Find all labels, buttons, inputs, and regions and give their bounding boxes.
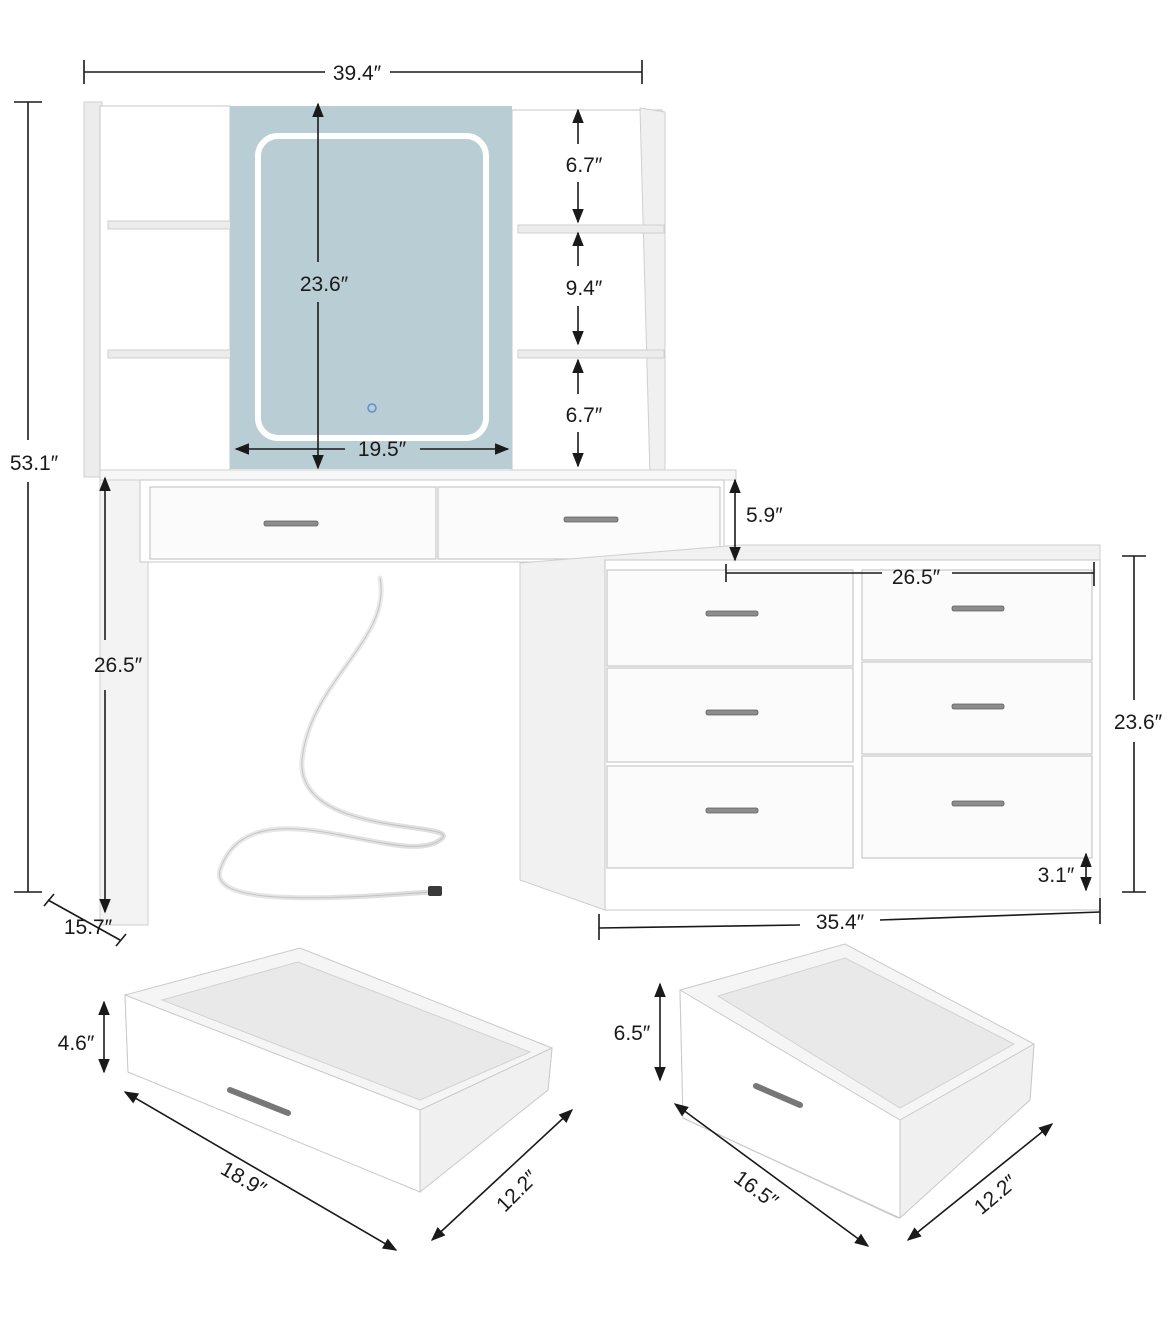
plug-icon <box>428 886 442 896</box>
overall-height-label: 53.1″ <box>10 452 59 475</box>
mirror-led-frame <box>255 133 489 441</box>
led-mirror <box>230 106 512 469</box>
drawer-handle-icon <box>951 605 1005 612</box>
chest <box>519 544 1101 911</box>
chest-base-label: 3.1″ <box>1038 864 1075 887</box>
dimension-labels: 39.4″ 53.1″ 23.6″ 19.5″ 6.7″ 9.4″ 6.7″ 5… <box>10 62 1163 1219</box>
shelf-middle-label: 9.4″ <box>566 277 603 300</box>
mirror-height-label: 23.6″ <box>300 273 349 296</box>
drawer-handle-icon <box>563 516 619 523</box>
hutch-left-cubby <box>99 105 231 477</box>
small-drawer-width-label: 18.9″ <box>217 1157 271 1201</box>
shelf-top-label: 6.7″ <box>566 154 603 177</box>
drawer-handle-icon <box>263 520 319 527</box>
chest-width-label: 35.4″ <box>816 911 865 934</box>
desk <box>99 469 737 926</box>
drawer-handle-icon <box>705 610 759 617</box>
drawer-handle-icon <box>951 800 1005 807</box>
chest-height-label: 23.6″ <box>1114 711 1163 734</box>
small-drawer-depth-label: 12.2″ <box>492 1166 543 1217</box>
left-shelf-lower <box>107 349 237 359</box>
touch-sensor-icon <box>367 403 377 413</box>
small-drawer-interior <box>160 961 532 1101</box>
hutch-left-side <box>83 101 103 478</box>
large-drawer-height-label: 6.5″ <box>614 1022 651 1045</box>
right-shelf-upper <box>517 224 665 234</box>
hutch-right-cubby <box>511 109 663 477</box>
large-drawer-width-label: 16.5″ <box>730 1166 783 1213</box>
left-shelf-upper <box>107 220 237 230</box>
drawer-height-top-label: 5.9″ <box>746 504 783 527</box>
mirror-glass <box>230 106 512 469</box>
chest-drawer <box>606 569 854 667</box>
depth-label: 15.7″ <box>64 916 113 939</box>
chest-drawer <box>606 765 854 869</box>
chest-inner-width-label: 26.5″ <box>892 566 941 589</box>
drawer-handle-icon <box>951 703 1005 710</box>
hutch <box>83 101 666 478</box>
power-cord-outline <box>218 577 444 899</box>
open-drawer-small <box>124 947 553 1194</box>
overall-width-label: 39.4″ <box>333 62 382 85</box>
desk-height-label: 26.5″ <box>94 654 143 677</box>
large-drawer-interior <box>716 957 1016 1109</box>
desk-top <box>99 469 737 481</box>
drawer-handle-icon <box>753 1083 803 1108</box>
shelf-bottom-label: 6.7″ <box>566 404 603 427</box>
large-drawer-depth-label: 12.2″ <box>970 1170 1022 1219</box>
chest-drawer <box>861 755 1093 859</box>
mirror-width-label: 19.5″ <box>358 438 407 461</box>
chest-drawer <box>861 569 1093 661</box>
dimension-lines <box>14 60 1146 1251</box>
drawer-handle-icon <box>705 807 759 814</box>
drawer-handle-icon <box>705 709 759 716</box>
desk-drawer-right <box>437 486 721 560</box>
small-drawer-height-label: 4.6″ <box>58 1032 95 1055</box>
right-shelf-lower <box>517 349 665 359</box>
open-drawer-large <box>679 943 1035 1220</box>
power-cord <box>216 575 446 901</box>
